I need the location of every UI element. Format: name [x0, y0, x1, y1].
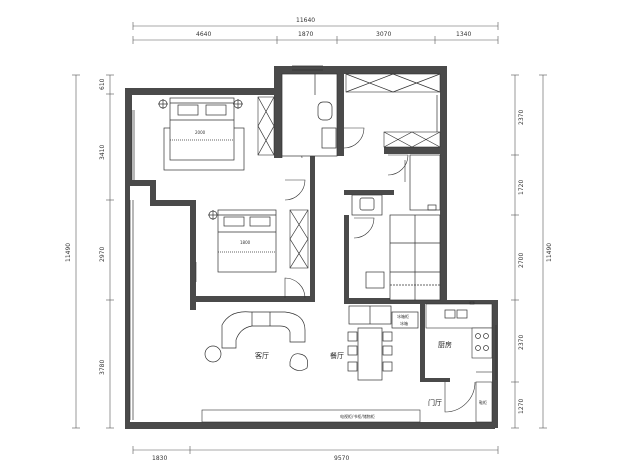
- bathroom: [281, 73, 365, 157]
- toilet-icon: [317, 101, 333, 121]
- right-dim-1: 2370: [518, 110, 525, 125]
- dining-room-label: 餐厅: [330, 351, 344, 360]
- entry-label: 门厅: [428, 398, 442, 407]
- left-dim-4: 3780: [99, 360, 106, 375]
- shoe-cabinet: [475, 381, 493, 423]
- wardrobe: [289, 209, 309, 269]
- utility-area: [351, 154, 441, 301]
- right-dim-3: 2700: [518, 253, 525, 268]
- left-dim-2: 3410: [99, 145, 106, 160]
- master-bed-size: 2000: [195, 130, 206, 135]
- kitchen-label: 厨房: [438, 340, 452, 349]
- bottom-dimensions: 1830 9570: [132, 446, 499, 462]
- wardrobe: [257, 96, 275, 156]
- armchair: [289, 353, 309, 371]
- top-dim-4: 1340: [456, 31, 471, 38]
- dining-room: 冰箱柜 冰箱 餐厅: [330, 305, 419, 381]
- living-room-label: 客厅: [255, 351, 269, 360]
- second-bed: [217, 209, 277, 273]
- right-dim-5: 1270: [518, 399, 525, 414]
- kitchen-counter: [425, 303, 493, 329]
- sink-icon: [444, 309, 456, 319]
- washbasin: [351, 194, 383, 216]
- chair-icon: [365, 271, 385, 289]
- fridge-cabinet-label: 冰箱柜: [397, 313, 409, 319]
- right-dim-2: 1720: [518, 180, 525, 195]
- top-total-dim: 11640: [296, 17, 315, 24]
- top-dim-1: 4640: [196, 31, 211, 38]
- second-bedroom: 1800: [195, 179, 309, 299]
- round-table: [204, 345, 222, 363]
- sink-icon: [321, 127, 337, 149]
- dining-table: [357, 327, 383, 381]
- left-dimensions: 11490 610 3410 2970 3780: [65, 74, 114, 429]
- master-bed: [169, 97, 235, 161]
- kitchen: 厨房: [425, 301, 493, 359]
- tv-cabinet-label: 电视柜/书柜/储物柜: [340, 413, 375, 419]
- tv-cabinet: [201, 409, 421, 423]
- top-dim-3: 3070: [376, 31, 391, 38]
- bottom-dim-2: 9570: [334, 455, 349, 462]
- top-right-room: [345, 73, 441, 182]
- fridge-label: 冰箱: [400, 320, 408, 326]
- right-dimensions: 2370 1720 2700 2370 1270 11490: [511, 74, 553, 429]
- top-dim-2: 1870: [298, 31, 313, 38]
- right-dim-4: 2370: [518, 335, 525, 350]
- left-total-dim: 11490: [65, 243, 72, 262]
- fridge-cabinet: [391, 311, 419, 329]
- windows: [129, 65, 497, 420]
- top-dimensions: 11640 4640 1870 3070 1340: [132, 17, 499, 44]
- shoe-cabinet-label: 鞋柜: [479, 399, 487, 405]
- stove-icon: [475, 333, 481, 339]
- sectional-sofa: [221, 311, 306, 349]
- right-total-dim: 11490: [546, 243, 553, 262]
- left-dim-3: 2970: [99, 247, 106, 262]
- second-bed-size: 1800: [240, 240, 251, 245]
- left-dim-1: 610: [99, 78, 106, 90]
- living-room: 客厅 电视柜/书柜/储物柜: [201, 311, 421, 423]
- bottom-dim-1: 1830: [152, 455, 167, 462]
- storage-cabinet: [345, 73, 441, 93]
- entry: 鞋柜 门厅: [428, 371, 493, 423]
